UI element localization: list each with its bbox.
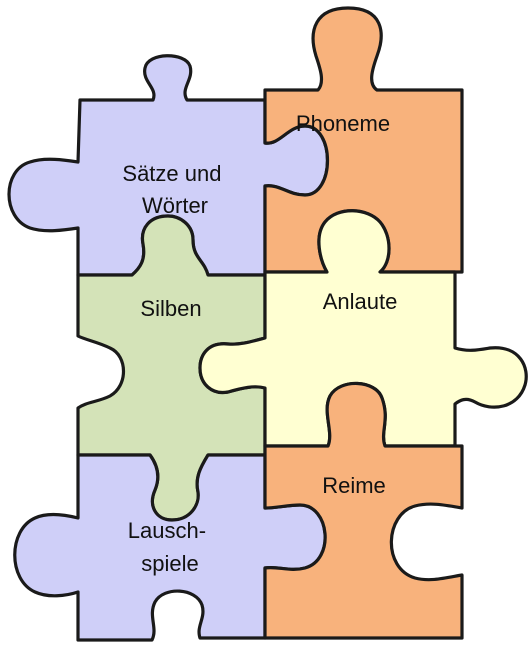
label-silben: Silben xyxy=(140,296,201,321)
label-saetze-line-2: Wörter xyxy=(142,193,208,218)
label-saetze-und-woerter: Sätze und Wörter xyxy=(122,161,227,218)
label-phoneme-line-1: Phoneme xyxy=(296,111,390,136)
label-phoneme: Phoneme xyxy=(296,111,390,136)
label-reime-line-1: Reime xyxy=(322,473,386,498)
label-reime: Reime xyxy=(322,473,386,498)
label-lausch-spiele: Lausch- spiele xyxy=(128,518,212,576)
label-anlaute: Anlaute xyxy=(323,289,398,314)
label-lausch-line-2: spiele xyxy=(141,551,198,576)
piece-reime xyxy=(263,381,464,640)
label-lausch-line-1: Lausch- xyxy=(128,518,206,543)
label-saetze-line-1: Sätze und xyxy=(122,161,221,186)
label-silben-line-1: Silben xyxy=(140,296,201,321)
label-anlaute-line-1: Anlaute xyxy=(323,289,398,314)
piece-anlaute xyxy=(198,209,528,448)
